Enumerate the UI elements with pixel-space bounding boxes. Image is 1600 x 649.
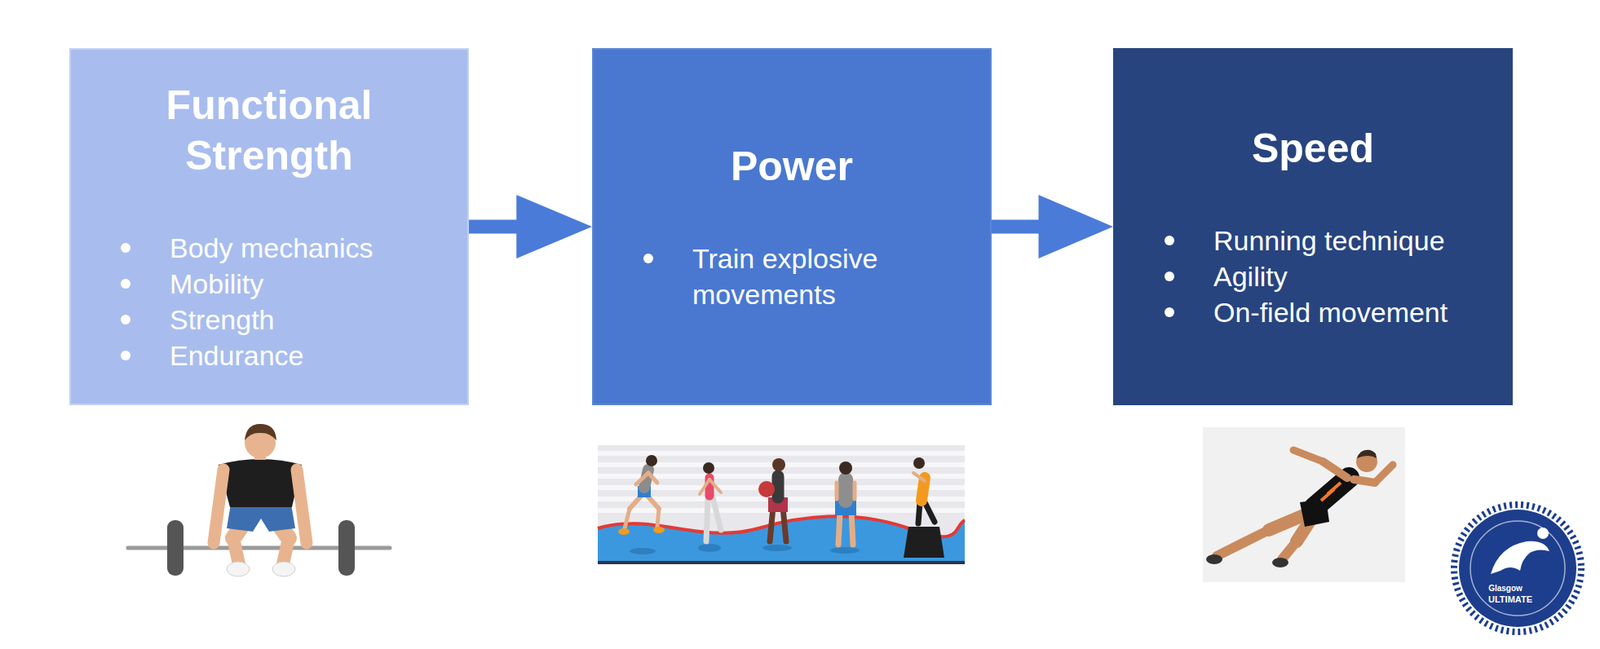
bullet-item: Endurance bbox=[70, 337, 468, 374]
bullet-item: Agility bbox=[1114, 258, 1512, 295]
process-box: SpeedRunning techniqueAgilityOn-field mo… bbox=[1113, 48, 1513, 406]
bullet-item: Running technique bbox=[1114, 222, 1512, 259]
bullet-dot bbox=[1164, 307, 1175, 318]
box-content: SpeedRunning techniqueAgilityOn-field mo… bbox=[1114, 49, 1512, 404]
process-box: PowerTrain explosive movements bbox=[592, 48, 992, 406]
box-content: PowerTrain explosive movements bbox=[593, 49, 991, 404]
bullet-text: Running technique bbox=[1213, 222, 1446, 259]
bullet-dot bbox=[120, 243, 131, 253]
sprinter-illustration bbox=[1202, 427, 1406, 583]
bullet-dot bbox=[643, 253, 654, 264]
bullet-text: Train explosive movements bbox=[692, 240, 929, 313]
bullet-text: Body mechanics bbox=[169, 229, 373, 266]
box-title: Speed bbox=[1114, 123, 1512, 174]
box-content: Functional StrengthBody mechanicsMobilit… bbox=[70, 49, 468, 404]
bullet-text: Strength bbox=[169, 301, 275, 338]
bullet-text: Endurance bbox=[169, 337, 304, 374]
bullet-dot bbox=[1164, 235, 1175, 246]
weightlifter-illustration bbox=[128, 424, 390, 577]
bullet-item: Body mechanics bbox=[70, 229, 468, 266]
bullet-dot bbox=[120, 314, 131, 325]
bullet-text: On-field movement bbox=[1213, 294, 1448, 331]
bullet-item: Train explosive movements bbox=[593, 240, 991, 313]
logo-text: Glasgow bbox=[1488, 584, 1523, 593]
bullet-dot bbox=[1164, 271, 1175, 282]
box-title: Power bbox=[593, 141, 991, 192]
bullet-text: Mobility bbox=[169, 265, 264, 302]
logo-text: ULTIMATE bbox=[1488, 595, 1533, 605]
bullet-dot bbox=[120, 350, 131, 361]
flow-arrow bbox=[991, 194, 1114, 259]
process-box: Functional StrengthBody mechanicsMobilit… bbox=[69, 48, 469, 406]
bullet-dot bbox=[120, 278, 131, 289]
bullet-item: On-field movement bbox=[1114, 294, 1512, 331]
club-logo bbox=[1454, 504, 1582, 633]
bullet-text: Agility bbox=[1213, 258, 1288, 295]
power-exercises-illustration bbox=[597, 445, 965, 565]
box-title: Functional Strength bbox=[70, 79, 468, 182]
flow-arrow bbox=[468, 194, 593, 259]
bullet-item: Strength bbox=[70, 301, 468, 338]
bullet-item: Mobility bbox=[70, 265, 468, 302]
